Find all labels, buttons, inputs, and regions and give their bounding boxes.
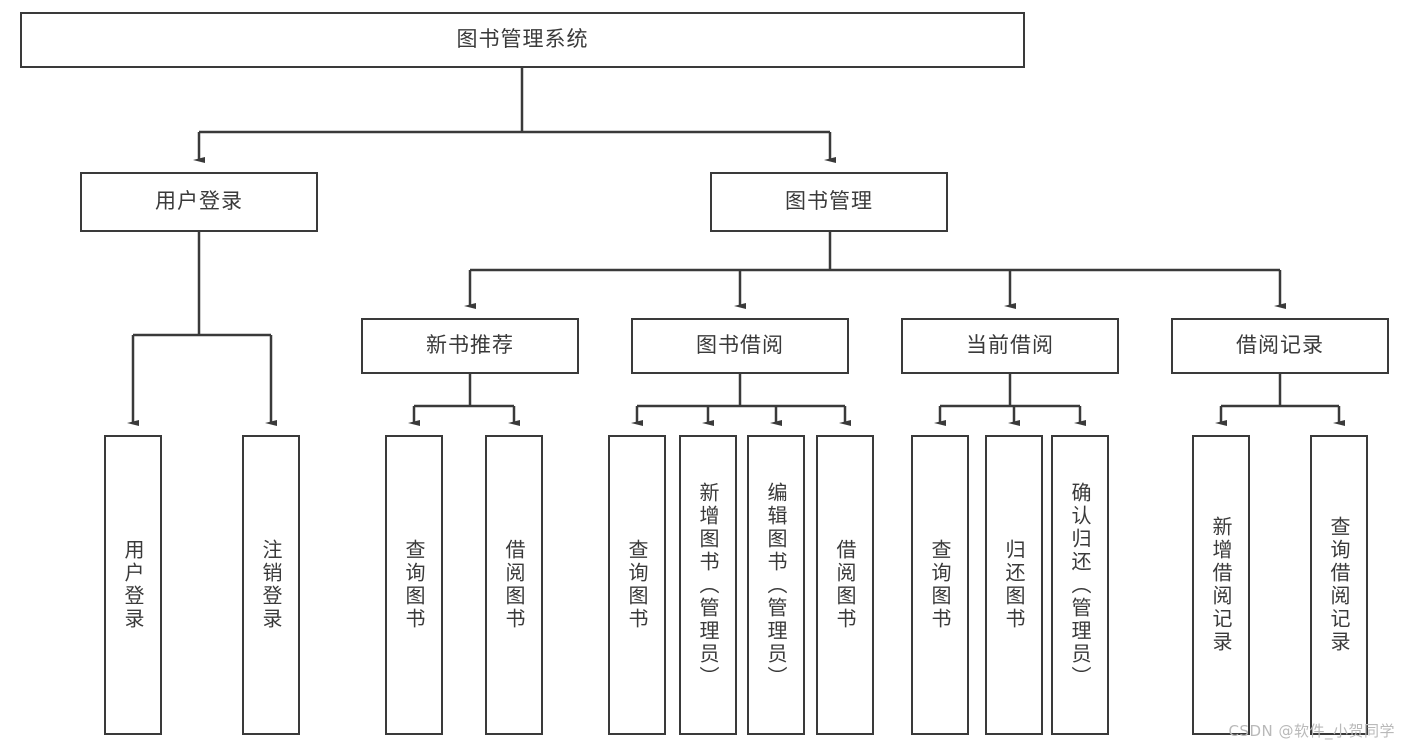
node-book-manage[interactable]: 图书管理 xyxy=(710,172,948,232)
node-leaf-query-book-borrow-label: 查询图书 xyxy=(625,539,649,631)
node-leaf-borrow-book-rec-label: 借阅图书 xyxy=(502,539,526,631)
node-book-manage-label: 图书管理 xyxy=(785,189,873,214)
node-leaf-query-book-cur-label: 查询图书 xyxy=(928,539,952,631)
node-leaf-user-logout[interactable]: 注销登录 xyxy=(242,435,300,735)
node-leaf-user-login[interactable]: 用户登录 xyxy=(104,435,162,735)
node-leaf-borrow-book[interactable]: 借阅图书 xyxy=(816,435,874,735)
node-leaf-query-record[interactable]: 查询借阅记录 xyxy=(1310,435,1368,735)
node-new-book-rec-label: 新书推荐 xyxy=(426,333,514,358)
watermark-text: CSDN @软件_小贺同学 xyxy=(1228,722,1395,740)
node-leaf-edit-book[interactable]: 编辑图书（管理员） xyxy=(747,435,805,735)
node-current-borrow-label: 当前借阅 xyxy=(966,333,1054,358)
node-leaf-user-login-label: 用户登录 xyxy=(121,539,145,631)
node-leaf-query-book-rec-label: 查询图书 xyxy=(402,539,426,631)
node-leaf-borrow-book-label: 借阅图书 xyxy=(833,539,857,631)
node-leaf-return-book[interactable]: 归还图书 xyxy=(985,435,1043,735)
node-leaf-edit-book-label: 编辑图书（管理员） xyxy=(764,481,788,689)
node-user-login-label: 用户登录 xyxy=(155,189,243,214)
node-leaf-borrow-book-rec[interactable]: 借阅图书 xyxy=(485,435,543,735)
node-leaf-add-record[interactable]: 新增借阅记录 xyxy=(1192,435,1250,735)
node-borrow-record[interactable]: 借阅记录 xyxy=(1171,318,1389,374)
node-current-borrow[interactable]: 当前借阅 xyxy=(901,318,1119,374)
node-leaf-add-book[interactable]: 新增图书（管理员） xyxy=(679,435,737,735)
node-borrow-record-label: 借阅记录 xyxy=(1236,333,1324,358)
node-leaf-add-record-label: 新增借阅记录 xyxy=(1209,516,1233,654)
node-root[interactable]: 图书管理系统 xyxy=(20,12,1025,68)
node-user-login[interactable]: 用户登录 xyxy=(80,172,318,232)
node-leaf-add-book-label: 新增图书（管理员） xyxy=(696,481,720,689)
node-root-label: 图书管理系统 xyxy=(456,27,589,52)
node-leaf-query-record-label: 查询借阅记录 xyxy=(1327,516,1351,654)
node-leaf-query-book-borrow[interactable]: 查询图书 xyxy=(608,435,666,735)
node-leaf-return-book-label: 归还图书 xyxy=(1002,539,1026,631)
node-leaf-confirm-return-label: 确认归还（管理员） xyxy=(1068,481,1092,689)
node-leaf-user-logout-label: 注销登录 xyxy=(259,539,283,631)
node-new-book-rec[interactable]: 新书推荐 xyxy=(361,318,579,374)
node-leaf-confirm-return[interactable]: 确认归还（管理员） xyxy=(1051,435,1109,735)
node-book-borrow-label: 图书借阅 xyxy=(696,333,784,358)
node-book-borrow[interactable]: 图书借阅 xyxy=(631,318,849,374)
node-leaf-query-book-rec[interactable]: 查询图书 xyxy=(385,435,443,735)
node-leaf-query-book-cur[interactable]: 查询图书 xyxy=(911,435,969,735)
